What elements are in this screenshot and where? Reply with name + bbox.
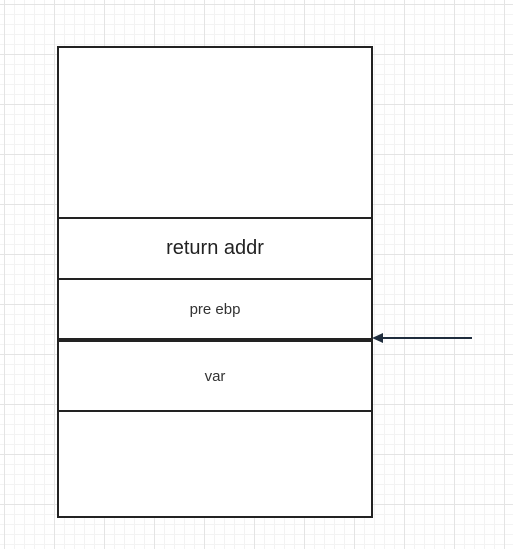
stack-cell-return-addr: return addr bbox=[57, 217, 373, 280]
stack-cell-label: var bbox=[204, 367, 226, 385]
stack-cell-pre-ebp: pre ebp bbox=[57, 278, 373, 341]
stack-cell-label: return addr bbox=[166, 237, 264, 259]
arrow-head bbox=[372, 333, 383, 343]
pointer-arrow-icon bbox=[372, 333, 472, 343]
stack-cell-label: pre ebp bbox=[189, 300, 241, 318]
stack-cell-var: var bbox=[57, 340, 373, 412]
